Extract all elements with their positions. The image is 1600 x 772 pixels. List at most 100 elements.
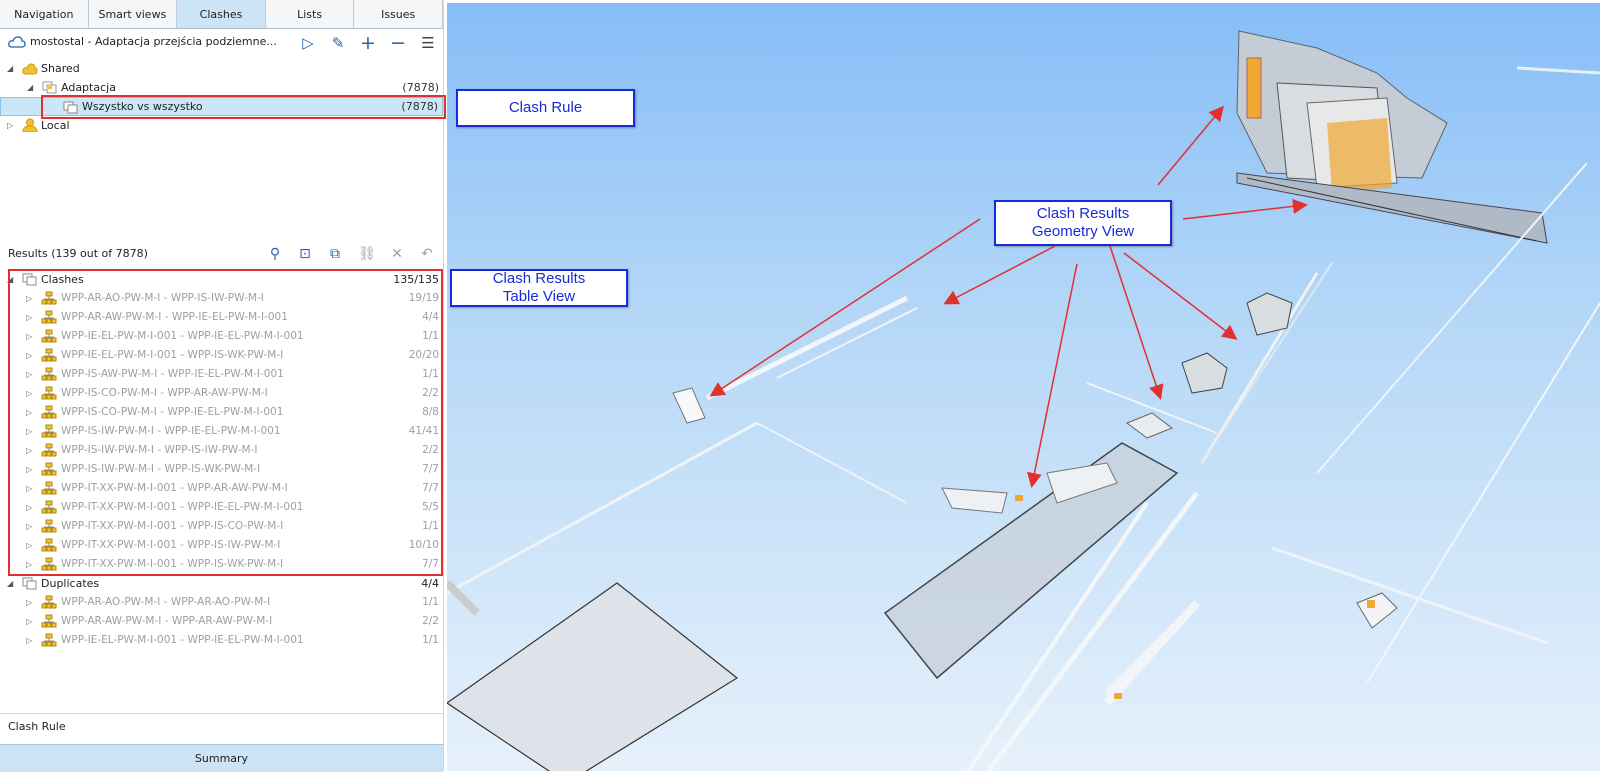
table-row[interactable]: ▷WPP-IT-XX-PW-M-I-001 - WPP-AR-AW-PW-M-I… [0,479,443,498]
table-row[interactable]: ▷ WPP-AR-AW-PW-M-I - WPP-IE-EL-PW-M-I-001… [0,308,443,327]
menu-icon[interactable]: ☰ [421,34,435,52]
project-name[interactable]: mostostal - Adaptacja przejścia podziemn… [30,35,277,48]
tree-label-shared: Shared [41,62,80,75]
collapsed-triangle-icon[interactable]: ▷ [26,332,33,341]
table-row[interactable]: ▷ WPP-IS-AW-PW-M-I - WPP-IE-EL-PW-M-I-001… [0,365,443,384]
collapsed-triangle-icon[interactable]: ▷ [26,446,33,455]
expanded-triangle-icon[interactable]: ◢ [27,83,34,92]
collapsed-triangle-icon[interactable]: ▷ [26,484,33,493]
table-row[interactable]: ▷ WPP-IS-CO-PW-M-I - WPP-IE-EL-PW-M-I-001… [0,403,443,422]
close-icon[interactable]: ✕ [391,246,403,262]
expanded-triangle-icon[interactable]: ◢ [7,64,14,73]
table-view-highlight [8,269,443,576]
geometry-viewport[interactable] [447,3,1600,771]
clashes-group-row[interactable]: ◢ Clashes 135/135 [0,270,443,289]
collapsed-triangle-icon[interactable]: ▷ [26,351,33,360]
pencil-icon[interactable]: ✎ [331,34,345,52]
table-row[interactable]: ▷WPP-IE-EL-PW-M-I-001 - WPP-IE-EL-PW-M-I… [0,631,443,650]
table-row[interactable]: ▷WPP-IT-XX-PW-M-I-001 - WPP-IS-WK-PW-M-I… [0,555,443,574]
table-row[interactable]: ▷ WPP-IT-XX-PW-M-I-001 - WPP-IE-EL-PW-M-I… [0,498,443,517]
table-row[interactable]: ▷WPP-IT-XX-PW-M-I-001 - WPP-IS-CO-PW-M-I… [0,517,443,536]
add-icon[interactable]: + [360,32,376,54]
fit-selection-icon[interactable]: ⊡ [299,246,311,262]
tree-item-local[interactable]: ▷ Local [0,116,443,135]
table-row-label: WPP-IS-AW-PW-M-I - WPP-IE-EL-PW-M-I-001 [61,368,284,380]
table-row-count: 1/1 [422,368,439,380]
tree-item-adaptacja[interactable]: ◢ Adaptacja (7878) [0,78,443,97]
collapsed-triangle-icon[interactable]: ▷ [26,408,33,417]
results-header: Results (139 out of 7878) [8,247,148,260]
callout-table-view-line1: Clash Results [492,270,586,287]
tab-lists[interactable]: Lists [265,0,355,28]
collapsed-triangle-icon[interactable]: ▷ [26,465,33,474]
clash-pair-icon [41,348,57,362]
collapsed-triangle-icon[interactable]: ▷ [7,121,14,130]
table-row[interactable]: ▷WPP-IT-XX-PW-M-I-001 - WPP-IS-IW-PW-M-I… [0,536,443,555]
callout-table-view-line2: Table View [502,288,576,305]
divider [0,713,443,714]
tab-clashes[interactable]: Clashes [177,0,266,28]
table-row-count: 2/2 [422,387,439,399]
tab-issues[interactable]: Issues [354,0,443,28]
table-row-label: WPP-IS-CO-PW-M-I - WPP-IE-EL-PW-M-I-001 [61,406,284,418]
remove-icon[interactable]: − [390,32,406,54]
table-row-count: 8/8 [422,406,439,418]
collapsed-triangle-icon[interactable]: ▷ [26,598,33,607]
duplicates-group-count: 4/4 [421,577,439,590]
table-row-count: 20/20 [408,349,439,361]
collapsed-triangle-icon[interactable]: ▷ [26,560,33,569]
expanded-triangle-icon[interactable]: ◢ [7,579,14,588]
clash-rule-icon [63,101,78,114]
clash-pair-icon [41,538,57,552]
clashes-group-count: 135/135 [393,273,439,286]
collapsed-triangle-icon[interactable]: ▷ [26,636,33,645]
tree-label-rule: Wszystko vs wszystko [82,100,203,113]
clash-pair-icon [41,462,57,476]
undo-icon[interactable]: ↶ [421,246,433,262]
collapsed-triangle-icon[interactable]: ▷ [26,294,33,303]
tree-item-shared[interactable]: ◢ Shared [0,59,443,78]
clash-pair-icon [41,310,57,324]
tab-navigation[interactable]: Navigation [0,0,89,28]
clash-pair-icon [41,633,57,647]
callout-geometry-view: Clash Results Geometry View [994,200,1172,246]
tree-item-clash-rule[interactable]: Wszystko vs wszystko (7878) [0,97,443,116]
play-icon[interactable]: ▷ [302,34,314,52]
table-row-label: WPP-AR-AW-PW-M-I - WPP-IE-EL-PW-M-I-001 [61,311,288,323]
expanded-triangle-icon[interactable]: ◢ [7,275,14,284]
duplicates-group-row[interactable]: ◢ Duplicates 4/4 [0,574,443,593]
isolate-icon[interactable]: ⧉ [330,246,340,262]
tab-bar: Navigation Smart views Clashes Lists Iss… [0,0,443,29]
collapsed-triangle-icon[interactable]: ▷ [26,522,33,531]
collapsed-triangle-icon[interactable]: ▷ [26,427,33,436]
collapsed-triangle-icon[interactable]: ▷ [26,503,33,512]
collapsed-triangle-icon[interactable]: ▷ [26,541,33,550]
table-row[interactable]: ▷WPP-IE-EL-PW-M-I-001 - WPP-IE-EL-PW-M-I… [0,327,443,346]
clash-pair-icon [41,481,57,495]
filter-icon[interactable]: ⚲ [269,246,281,262]
clash-folder-icon [42,81,57,94]
clash-rule-section-label: Clash Rule [8,720,66,733]
table-row-label: WPP-IE-EL-PW-M-I-001 - WPP-IS-WK-PW-M-I [61,349,284,361]
clash-pair-icon [41,424,57,438]
building-model[interactable] [1236,30,1548,244]
summary-button[interactable]: Summary [0,744,443,772]
callout-geometry-view-line1: Clash Results [1036,205,1130,222]
clash-pair-icon [41,614,57,628]
link-icon[interactable]: ⛓ [358,246,376,262]
table-row[interactable]: ▷ WPP-IE-EL-PW-M-I-001 - WPP-IS-WK-PW-M-I… [0,346,443,365]
table-row[interactable]: ▷WPP-IS-IW-PW-M-I - WPP-IE-EL-PW-M-I-001… [0,422,443,441]
collapsed-triangle-icon[interactable]: ▷ [26,313,33,322]
table-row-label: WPP-IT-XX-PW-M-I-001 - WPP-IE-EL-PW-M-I-… [61,501,304,513]
clash-pair-icon [41,500,57,514]
collapsed-triangle-icon[interactable]: ▷ [26,617,33,626]
tab-smart-views[interactable]: Smart views [88,0,178,28]
collapsed-triangle-icon[interactable]: ▷ [26,389,33,398]
collapsed-triangle-icon[interactable]: ▷ [26,370,33,379]
